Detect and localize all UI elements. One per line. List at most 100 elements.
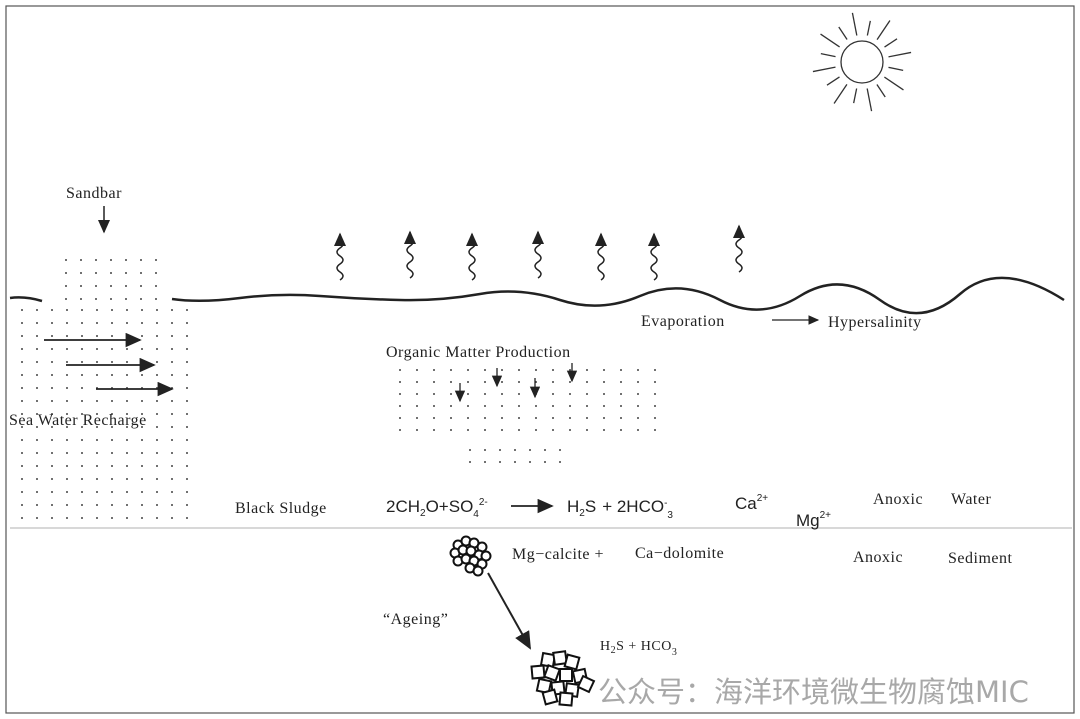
stipple-dot [66,504,68,506]
stipple-dot [36,335,38,337]
stipple-dot [416,369,418,371]
sun-ray [884,76,904,91]
stipple-dot [51,400,53,402]
stipple-dot [171,504,173,506]
stipple-dot [36,387,38,389]
stipple-dot [654,381,656,383]
stipple-dot [96,426,98,428]
stipple-dot [518,429,520,431]
stipple-dot [586,417,588,419]
equation-products: H2S+ 2HCO-3 [567,497,673,521]
stipple-dot [81,413,83,415]
sun-ray [888,51,912,58]
stipple-dot [171,309,173,311]
stipple-dot [433,405,435,407]
dolomite-crystal [559,668,573,682]
stipple-dot [36,348,38,350]
equation-reactants: 2CH2O+SO42- [386,497,488,520]
stipple-dot [552,393,554,395]
stipple-dot [484,417,486,419]
stipple-dot [96,452,98,454]
stipple-dot [518,381,520,383]
stipple-dot [171,348,173,350]
stipple-dot [51,491,53,493]
stipple-dot [51,348,53,350]
stipple-dot [51,413,53,415]
dolomite-crystal [552,650,568,666]
stipple-dot [96,478,98,480]
stipple-dot [21,452,23,454]
stipple-dot [21,322,23,324]
stipple-dot [66,387,68,389]
sun-ray [812,66,836,73]
stipple-dot [416,417,418,419]
stipple-dot [484,405,486,407]
stipple-dot [126,465,128,467]
stipple-dot [21,491,23,493]
stipple-dot [141,374,143,376]
stipple-dot [186,361,188,363]
stipple-dot [51,309,53,311]
stipple-dot [36,478,38,480]
stipple-dot [95,298,97,300]
stipple-dot [81,400,83,402]
anoxic-water-label-1: Anoxic [873,491,923,508]
stipple-dot [399,381,401,383]
stipple-dot [467,381,469,383]
stipple-dot [484,393,486,395]
stipple-dot [586,405,588,407]
stipple-dot [126,413,128,415]
stipple-dot [126,335,128,337]
stipple-dot [156,504,158,506]
stipple-dot [433,369,435,371]
stipple-dot [36,361,38,363]
stipple-dot [186,322,188,324]
stipple-dot [96,335,98,337]
stipple-dot [186,413,188,415]
stipple-dot [111,309,113,311]
stipple-dot [141,335,143,337]
stipple-dot [603,429,605,431]
stipple-dot [450,417,452,419]
stipple-dot [518,417,520,419]
dolomite-crystal [530,664,546,680]
stipple-dot [21,504,23,506]
stipple-dot [450,369,452,371]
stipple-dot [51,465,53,467]
stipple-dot [467,417,469,419]
stipple-dot [156,322,158,324]
stipple-dot [141,309,143,311]
stipple-dot [654,429,656,431]
stipple-dot [81,426,83,428]
stipple-dot [141,426,143,428]
stipple-dot [66,361,68,363]
stipple-dot [156,335,158,337]
stipple-dot [96,309,98,311]
stipple-dot [535,417,537,419]
stipple-dot [416,405,418,407]
stipple-dot [96,413,98,415]
stipple-dot [126,309,128,311]
stipple-dot [36,426,38,428]
stipple-dot [501,429,503,431]
stipple-dot [81,387,83,389]
stipple-dot [518,405,520,407]
stipple-dot [603,393,605,395]
stipple-dot [140,298,142,300]
stipple-dot [586,393,588,395]
stipple-dot [96,361,98,363]
stipple-dot [156,491,158,493]
stipple-dot [141,361,143,363]
stipple-dot [66,517,68,519]
stipple-dot [96,504,98,506]
ageing-label: “Ageing” [383,611,448,628]
stipple-dot [111,517,113,519]
stipple-dot [66,478,68,480]
stipple-dot [156,478,158,480]
squiggle-arrow [466,232,478,281]
stipple-dot [126,348,128,350]
stipple-dot [51,335,53,337]
stipple-dot [81,491,83,493]
stipple-dot [586,369,588,371]
